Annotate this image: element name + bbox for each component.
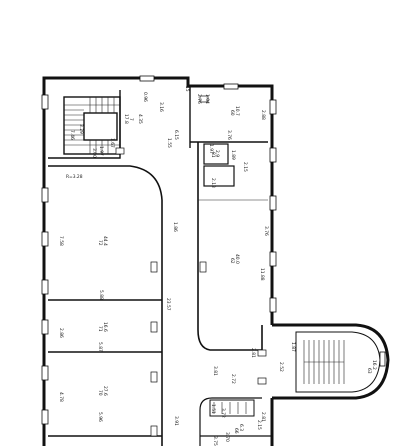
dim-label: 3.75	[212, 436, 218, 446]
dim-label: 3.81	[212, 366, 218, 376]
dim-label: 3.72	[220, 408, 226, 418]
room-area-label: 7.46	[69, 130, 75, 140]
dim-label: 2.13	[210, 178, 216, 188]
dim-label: 1.67	[109, 138, 115, 148]
room-number-label: 70	[97, 390, 103, 396]
dim-label: 1.86	[172, 222, 178, 232]
room-number-label: 63	[366, 368, 372, 374]
dim-label: 7.58	[58, 236, 64, 246]
dim-label: 3.70	[224, 432, 230, 442]
dim-label: 1.55	[166, 138, 172, 148]
dim-label: 2.81	[260, 412, 266, 422]
outer-walls	[42, 76, 390, 446]
dim-label: 1.04	[204, 94, 210, 104]
dim-label: 23.57	[165, 298, 171, 311]
dimension-labels: 0.96 3.16 2.76 1.04 6.15 1.55 3.76 2.88 …	[58, 86, 296, 446]
room-area-label: 44.4	[102, 236, 108, 246]
room-area-label: 10.7	[234, 106, 240, 116]
dim-label: 0.96	[142, 92, 148, 102]
dim-label: 6.15	[173, 130, 179, 140]
dim-label: 4.78	[58, 392, 64, 402]
dim-label: 1.89	[230, 150, 236, 160]
dim-label: 3.00	[91, 148, 97, 158]
right-stair	[303, 340, 345, 384]
room-number-label: 62	[229, 258, 235, 264]
room-number-label: 7	[128, 118, 134, 121]
dim-label: 4.35	[137, 114, 143, 124]
room-area-label: 27.6	[102, 386, 108, 396]
room-number-label: 66	[233, 428, 239, 434]
dim-label: 1.97	[208, 144, 214, 154]
dim-label: R=3.28	[66, 174, 83, 180]
dim-label: 1.87	[290, 342, 296, 352]
dim-label: 5.87	[97, 342, 103, 352]
dim-label: 5.88	[98, 290, 104, 300]
room-labels: 7.46 17.8 7 10.7 60 2.9 81 44.4 72 40.0 …	[69, 106, 377, 434]
room-number-label: 81	[210, 152, 216, 158]
dim-label: 1.51	[210, 404, 216, 414]
room-area-label: 40.0	[234, 254, 240, 264]
doors	[115, 95, 267, 437]
dim-label: 3.16	[158, 102, 164, 112]
dim-label: 3.76	[226, 130, 232, 140]
dim-label: 2.15	[242, 162, 248, 172]
dim-label: 2.72	[230, 374, 236, 384]
room-number-label: 71	[97, 326, 103, 332]
room-number-label: 60	[229, 110, 235, 116]
dim-label: 1.97	[98, 146, 104, 156]
dim-label: 3.29	[78, 124, 84, 134]
room-number-label: 72	[97, 240, 103, 246]
room-area-label: 16.6	[102, 322, 108, 332]
dim-label: 2.15	[256, 420, 262, 430]
room-area-label: 16.2	[371, 360, 377, 370]
dim-label: 5.96	[97, 412, 103, 422]
inner-walls	[41, 75, 386, 446]
dim-label: 2.81	[250, 348, 256, 358]
dim-label: 3.76	[263, 226, 269, 236]
room-area-label: 6.3	[238, 424, 244, 431]
dim-label: 2.52	[278, 362, 284, 372]
dim-label: 15	[184, 86, 190, 92]
dim-label: 11.88	[259, 268, 265, 281]
room-area-label: 2.9	[214, 150, 220, 157]
dim-label: 2.86	[58, 328, 64, 338]
room-area-label: 17.8	[123, 114, 129, 124]
dim-label: 2.88	[260, 110, 266, 120]
left-windows	[41, 75, 386, 425]
dim-label: 3.91	[173, 416, 179, 426]
dim-label: 2.76	[196, 94, 202, 104]
